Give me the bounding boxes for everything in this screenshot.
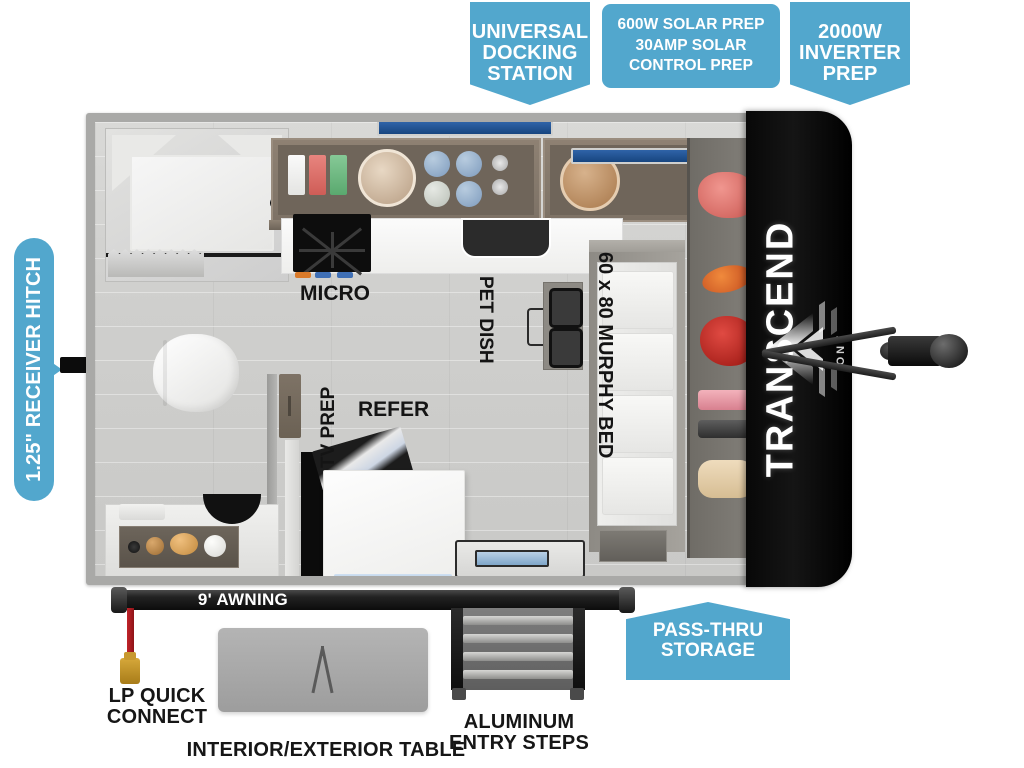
bowl-blue-3-icon bbox=[456, 181, 482, 207]
utensil-tray bbox=[295, 272, 373, 279]
glassware-1-icon bbox=[492, 155, 508, 171]
overhead-cabinet-left bbox=[269, 138, 543, 230]
a-frame-tongue bbox=[761, 326, 968, 381]
decor-shelf bbox=[119, 526, 239, 568]
shower-curtain bbox=[108, 249, 204, 277]
step-tread-3 bbox=[463, 652, 573, 661]
table-legs-icon bbox=[307, 646, 339, 694]
caption-aluminum-entry-steps: ALUMINUM ENTRY STEPS bbox=[448, 711, 589, 755]
bowl-white-icon bbox=[424, 181, 450, 207]
label-pet-dish: PET DISH bbox=[475, 276, 496, 364]
decor-sphere-icon bbox=[146, 537, 164, 555]
book-white-icon bbox=[288, 155, 305, 195]
step-rail-left bbox=[451, 608, 463, 690]
pet-dish-handle bbox=[527, 308, 545, 346]
yoga-mat-grey-icon bbox=[698, 420, 754, 438]
pillow-3 bbox=[602, 395, 674, 453]
label-tv-prep: TV PREP bbox=[318, 386, 339, 468]
burner-grate-icon bbox=[299, 227, 365, 276]
overhead-cabinet-left-interior bbox=[278, 145, 534, 215]
book-red-icon bbox=[309, 155, 326, 195]
callout-solar-prep-label: 600W SOLAR PREP 30AMP SOLAR CONTROL PREP bbox=[617, 15, 765, 75]
shower-pan bbox=[130, 155, 274, 251]
a-frame-arm-upper bbox=[761, 326, 897, 357]
cooktop bbox=[293, 214, 371, 276]
lp-hose bbox=[127, 608, 134, 664]
callout-pointer-icon bbox=[52, 362, 62, 377]
callout-universal-docking-station-label: UNIVERSAL DOCKING STATION bbox=[471, 21, 589, 85]
utensil-blue-2-icon bbox=[337, 272, 353, 278]
murphy-bed-step bbox=[599, 530, 667, 562]
label-murphy-bed: 60 x 80 MURPHY BED bbox=[594, 252, 616, 459]
window-front-top bbox=[377, 122, 553, 136]
callout-inverter-prep: 2000W INVERTER PREP bbox=[790, 2, 910, 105]
awning-label: 9' AWNING bbox=[197, 590, 289, 609]
utensil-blue-1-icon bbox=[315, 272, 331, 278]
trailer-body: TRANSCEND ONE bbox=[86, 111, 852, 587]
bowl-blue-1-icon bbox=[424, 151, 450, 177]
callout-receiver-hitch-label: 1.25" RECEIVER HITCH bbox=[22, 257, 45, 482]
pet-dish-bowl-1 bbox=[549, 288, 583, 328]
tray-table-insert bbox=[475, 550, 549, 567]
step-tread-2 bbox=[463, 634, 573, 643]
hitch-ball-icon bbox=[930, 334, 968, 368]
skateboard-icon bbox=[698, 460, 754, 498]
label-refer: REFER bbox=[358, 398, 430, 421]
murphy-bed-mattress bbox=[597, 262, 677, 526]
step-foot-right bbox=[570, 688, 584, 700]
yoga-mat-pink-icon bbox=[698, 390, 754, 410]
decor-cushion bbox=[119, 504, 165, 520]
label-micro: MICRO bbox=[300, 282, 370, 305]
book-green-icon bbox=[330, 155, 347, 195]
kitchen-sink bbox=[461, 218, 551, 258]
lp-quick-connect-nozzle bbox=[120, 652, 140, 684]
table-leg-post bbox=[321, 646, 324, 656]
trailer-floor bbox=[95, 122, 757, 576]
awning-cap-right bbox=[619, 587, 635, 613]
glassware-2-icon bbox=[492, 179, 508, 195]
utensil-orange-icon bbox=[295, 272, 311, 278]
step-tread-1 bbox=[463, 616, 573, 625]
awning-cap-left bbox=[111, 587, 127, 613]
pillow-2 bbox=[602, 333, 674, 391]
toilet bbox=[153, 334, 239, 412]
step-tread-4 bbox=[463, 670, 573, 679]
decor-egg-icon bbox=[204, 535, 226, 557]
tv-prep-counter bbox=[323, 470, 465, 576]
tray-table bbox=[455, 540, 585, 576]
caption-lp-quick-connect: LP QUICK CONNECT bbox=[106, 685, 208, 729]
interior-exterior-table bbox=[218, 628, 428, 712]
callout-inverter-prep-label: 2000W INVERTER PREP bbox=[799, 21, 901, 85]
pot-icon bbox=[358, 149, 416, 207]
counter-edge-strip bbox=[334, 574, 452, 576]
rear-receiver-hitch bbox=[60, 357, 90, 373]
aluminum-entry-steps bbox=[451, 608, 585, 700]
awning-bar: 9' AWNING bbox=[111, 587, 635, 613]
callout-universal-docking-station: UNIVERSAL DOCKING STATION bbox=[470, 2, 590, 105]
pet-dish-bowl-2 bbox=[549, 328, 583, 368]
callout-pass-thru-storage-label: PASS-THRU STORAGE bbox=[652, 620, 764, 661]
caption-interior-exterior-table: INTERIOR/EXTERIOR TABLE bbox=[186, 739, 466, 761]
pillow-4 bbox=[602, 457, 674, 515]
callout-pass-thru-storage: PASS-THRU STORAGE bbox=[626, 602, 790, 680]
step-foot-left bbox=[452, 688, 466, 700]
callout-receiver-hitch: 1.25" RECEIVER HITCH bbox=[14, 238, 62, 501]
shower-enclosure bbox=[105, 128, 292, 282]
callout-solar-prep: 600W SOLAR PREP 30AMP SOLAR CONTROL PREP bbox=[602, 4, 780, 88]
tall-cabinet-column bbox=[267, 374, 277, 576]
bowl-blue-2-icon bbox=[456, 151, 482, 177]
pet-dish-tray bbox=[543, 282, 583, 370]
cabinet-divider bbox=[285, 440, 299, 576]
decor-oval-icon bbox=[170, 533, 198, 555]
decor-ring-icon bbox=[128, 541, 140, 553]
step-rail-right bbox=[573, 608, 585, 690]
pillow-1 bbox=[602, 271, 674, 329]
refrigerator bbox=[279, 374, 301, 438]
